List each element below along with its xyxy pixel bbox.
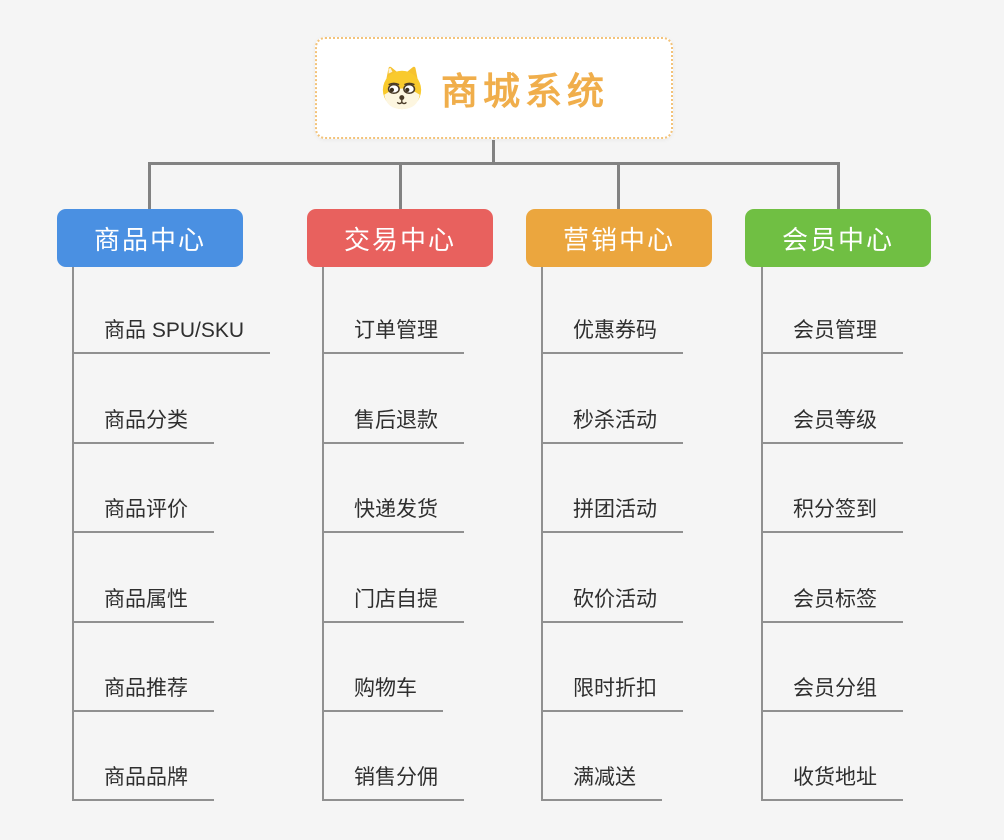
leaf-node-1-5[interactable]: 销售分佣 (322, 764, 464, 801)
connector-drop-marketing (617, 164, 620, 210)
branch-node-trade-center[interactable]: 交易中心 (307, 209, 493, 267)
connector-drop-trade (399, 164, 402, 210)
leaf-node-3-5[interactable]: 收货地址 (761, 764, 903, 801)
leaf-node-3-3[interactable]: 会员标签 (761, 586, 903, 623)
root-node[interactable]: 商城系统 (315, 37, 673, 139)
leaf-node-2-5[interactable]: 满减送 (541, 764, 662, 801)
connector-spine-product (72, 267, 74, 801)
connector-drop-member (837, 164, 840, 210)
branch-node-member-center[interactable]: 会员中心 (745, 209, 931, 267)
leaf-node-0-5[interactable]: 商品品牌 (72, 764, 214, 801)
leaf-node-1-1[interactable]: 售后退款 (322, 407, 464, 444)
connector-trunk (148, 162, 840, 165)
leaf-node-1-0[interactable]: 订单管理 (322, 317, 464, 354)
leaf-node-2-4[interactable]: 限时折扣 (541, 675, 683, 712)
leaf-node-2-2[interactable]: 拼团活动 (541, 496, 683, 533)
connector-root-stem (492, 140, 495, 164)
leaf-node-0-0[interactable]: 商品 SPU/SKU (72, 317, 271, 354)
connector-spine-marketing (541, 267, 543, 801)
branch-node-marketing-center[interactable]: 营销中心 (526, 209, 712, 267)
branch-node-product-center[interactable]: 商品中心 (57, 209, 243, 267)
leaf-node-0-1[interactable]: 商品分类 (72, 407, 214, 444)
leaf-node-2-1[interactable]: 秒杀活动 (541, 407, 683, 444)
leaf-node-0-3[interactable]: 商品属性 (72, 586, 214, 623)
connector-spine-trade (322, 267, 324, 801)
root-title: 商城系统 (441, 71, 609, 112)
leaf-node-1-3[interactable]: 门店自提 (322, 586, 464, 623)
leaf-node-3-2[interactable]: 积分签到 (761, 496, 903, 533)
leaf-node-0-4[interactable]: 商品推荐 (72, 675, 214, 712)
connector-spine-member (761, 267, 763, 801)
dog-face-icon (379, 65, 425, 111)
leaf-node-3-0[interactable]: 会员管理 (761, 317, 903, 354)
leaf-node-3-4[interactable]: 会员分组 (761, 675, 903, 712)
connector-drop-product (148, 164, 151, 210)
leaf-node-2-3[interactable]: 砍价活动 (541, 586, 683, 623)
leaf-node-0-2[interactable]: 商品评价 (72, 496, 214, 533)
leaf-node-1-4[interactable]: 购物车 (322, 675, 443, 712)
leaf-node-2-0[interactable]: 优惠券码 (541, 317, 683, 354)
leaf-node-3-1[interactable]: 会员等级 (761, 407, 903, 444)
leaf-node-1-2[interactable]: 快递发货 (322, 496, 464, 533)
